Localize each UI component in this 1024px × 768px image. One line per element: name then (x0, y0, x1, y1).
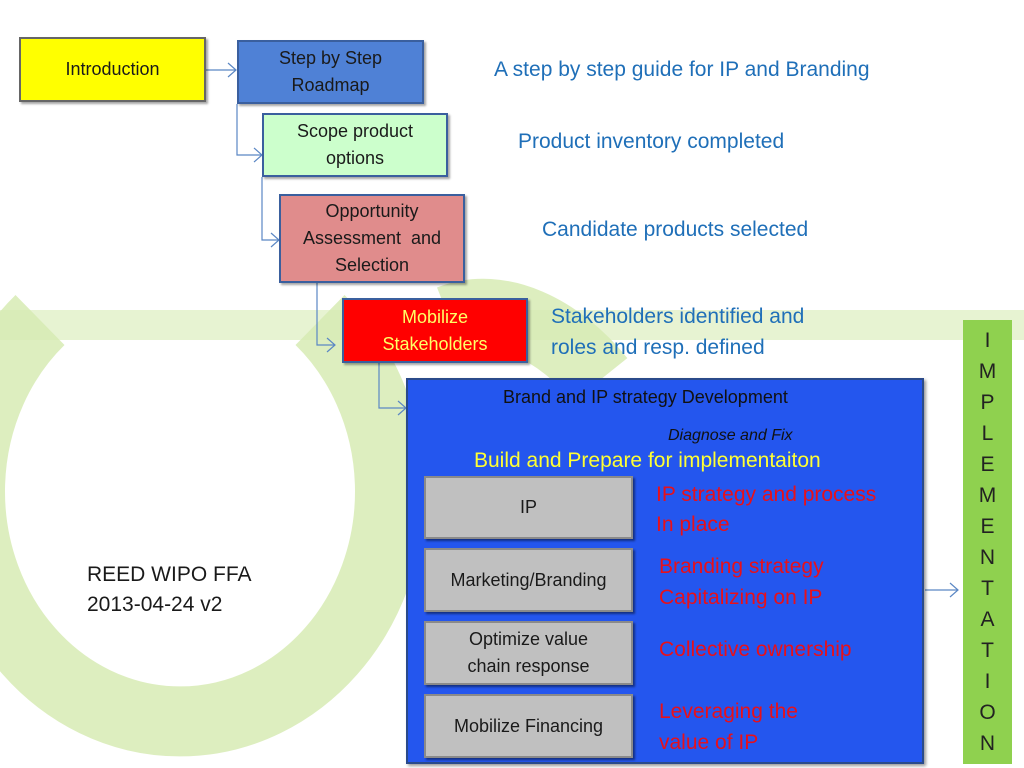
financing-box[interactable]: Mobilize Financing (424, 694, 633, 758)
implementation-letter: I (984, 670, 991, 693)
implementation-letter: T (981, 577, 994, 600)
mobilize-box[interactable]: Mobilize Stakeholders (342, 298, 528, 363)
introduction-box[interactable]: Introduction (19, 37, 206, 102)
panel-title: Brand and IP strategy Development (503, 387, 788, 407)
mobilize-label-line2: Stakeholders (382, 333, 488, 354)
implementation-letter: M (978, 484, 997, 507)
scope-label-line2: options (325, 148, 385, 168)
roadmap-note: A step by step guide for IP and Branding (494, 58, 870, 81)
implementation-letter: L (981, 422, 994, 445)
version-label-line2: 2013-04-24 v2 (87, 593, 223, 616)
implementation-letter: T (981, 639, 994, 662)
opportunity-label-line3: Selection (334, 255, 410, 275)
panel-subtitle: Diagnose and Fix (668, 427, 793, 444)
panel-build-heading: Build and Prepare for implementaiton (474, 449, 821, 472)
financing-outcome-line1: Leveraging the (659, 700, 798, 723)
version-label: REED WIPO FFA 2013-04-24 v2 (87, 560, 252, 620)
implementation-letter: N (979, 546, 996, 569)
value-chain-outcome: Collective ownership (659, 638, 852, 661)
implementation-letter: M (978, 360, 997, 383)
implementation-letter: E (980, 453, 995, 476)
ip-box[interactable]: IP (424, 476, 633, 539)
opportunity-box[interactable]: Opportunity Assessment and Selection (279, 194, 465, 283)
implementation-letter: E (980, 515, 995, 538)
marketing-branding-box[interactable]: Marketing/Branding (424, 548, 633, 612)
roadmap-label-line1: Step by Step (278, 48, 383, 68)
ip-label: IP (519, 497, 537, 517)
stakeholders-note-line1: Stakeholders identified and (551, 305, 805, 328)
opportunity-label-line1: Opportunity (325, 201, 419, 221)
ip-outcome-line1: IP strategy and process (656, 483, 877, 506)
scope-note: Product inventory completed (518, 130, 785, 153)
value-chain-label-line2: chain response (467, 656, 590, 676)
ip-outcome-line2: In place (656, 513, 730, 536)
implementation-letter: A (980, 608, 995, 631)
introduction-label: Introduction (65, 59, 160, 79)
version-label-line1: REED WIPO FFA (87, 563, 252, 586)
implementation-letter: P (980, 391, 995, 414)
roadmap-label-line2: Roadmap (291, 75, 370, 95)
value-chain-box[interactable]: Optimize value chain response (424, 621, 633, 685)
branding-outcome-line2: Capitalizing on IP (659, 586, 823, 609)
value-chain-label-line1: Optimize value (468, 629, 589, 649)
stakeholders-note-line2: roles and resp. defined (551, 336, 765, 359)
implementation-letter: O (979, 701, 996, 724)
mobilize-label-line1: Mobilize (401, 306, 469, 327)
implementation-letter: I (984, 329, 991, 352)
financing-outcome-line2: value of IP (659, 731, 759, 754)
opportunity-label-line2: Assessment and (302, 228, 442, 248)
scope-box[interactable]: Scope product options (262, 113, 448, 177)
opportunity-note: Candidate products selected (542, 218, 809, 241)
roadmap-box[interactable]: Step by Step Roadmap (237, 40, 424, 104)
implementation-letter: N (979, 732, 996, 755)
branding-outcome-line1: Branding strategy (659, 555, 824, 578)
marketing-branding-label: Marketing/Branding (450, 569, 607, 590)
scope-label-line1: Scope product (296, 121, 414, 141)
financing-label: Mobilize Financing (453, 715, 604, 736)
